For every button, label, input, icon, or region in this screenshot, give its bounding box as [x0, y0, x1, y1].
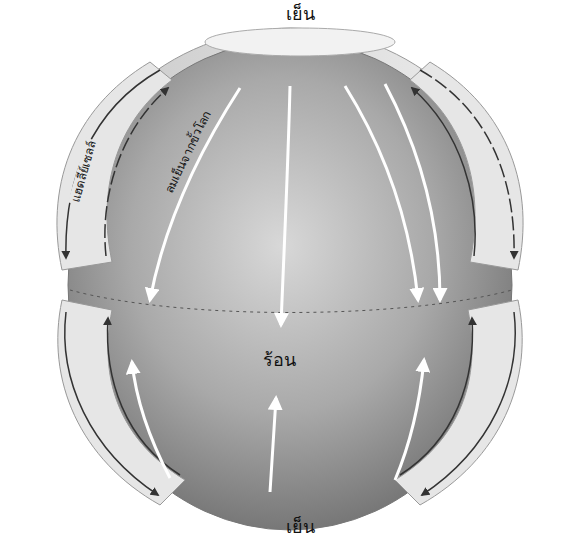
equator-label: ร้อน: [261, 349, 298, 371]
pole-label: เย็น: [284, 516, 317, 538]
pole-label: เย็น: [284, 3, 317, 25]
